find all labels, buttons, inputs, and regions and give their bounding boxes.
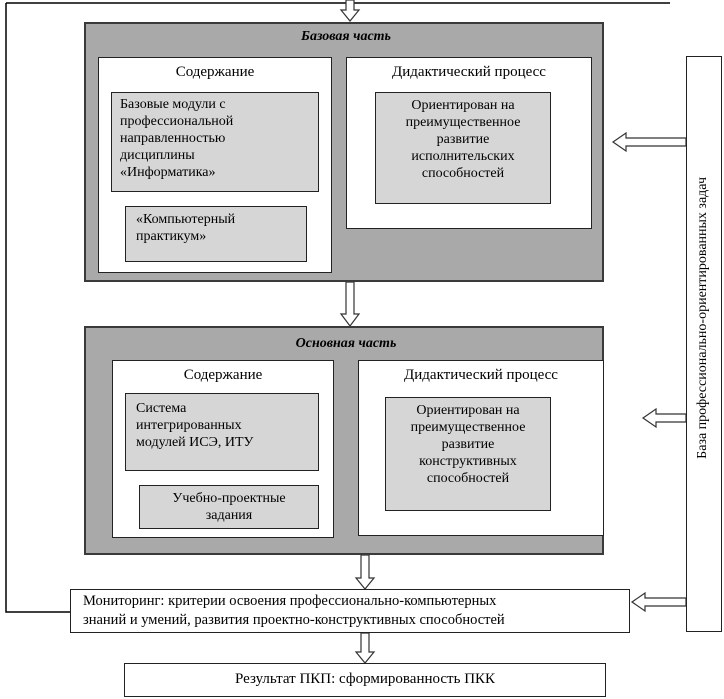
feedback-loop-line (5, 3, 70, 613)
arrow-side-to-monitoring (630, 591, 687, 613)
result-text: Результат ПКП: сформированность ПКК (234, 671, 496, 687)
monitoring-box: Мониторинг: критерии освоения профессион… (70, 589, 630, 633)
arrow-into-base (339, 0, 361, 22)
base-part-title: Базовая часть (301, 29, 391, 44)
main-content-header: Содержание (183, 367, 263, 383)
base-process-orientation: Ориентирован на преимущественное развити… (375, 92, 551, 204)
task-base-box: База профессионально-ориентированных зад… (686, 56, 722, 632)
main-content-tasks: Учебно-проектные задания (139, 485, 319, 529)
main-part-panel: Основная часть Содержание Система интегр… (84, 326, 604, 555)
arrow-side-to-main (641, 407, 687, 429)
arrow-monitoring-to-result (354, 632, 376, 664)
base-part-panel: Базовая часть Содержание Базовые модули … (84, 22, 604, 282)
base-content-box: Содержание Базовые модули с профессионал… (98, 57, 332, 273)
base-content-practicum: «Компьютерный практикум» (125, 206, 307, 262)
monitoring-text: Мониторинг: критерии освоения профессион… (83, 593, 505, 628)
arrow-base-to-main (339, 281, 361, 327)
task-base-label: База профессионально-ориентированных зад… (695, 177, 710, 459)
arrow-side-to-base (611, 131, 687, 153)
arrow-main-to-monitoring (354, 554, 376, 590)
result-box: Результат ПКП: сформированность ПКК (124, 663, 606, 697)
main-process-orientation: Ориентирован на преимущественное развити… (385, 397, 551, 511)
base-process-header: Дидактический процесс (392, 64, 546, 80)
base-content-header: Содержание (175, 64, 255, 80)
main-part-title: Основная часть (295, 336, 397, 351)
main-process-box: Дидактический процесс Ориентирован на пр… (358, 360, 604, 536)
base-process-box: Дидактический процесс Ориентирован на пр… (346, 57, 592, 229)
main-content-modules: Система интегрированных модулей ИСЭ, ИТУ (125, 393, 319, 471)
base-content-modules: Базовые модули с профессиональной направ… (111, 92, 319, 192)
main-content-box: Содержание Система интегрированных модул… (112, 360, 334, 538)
main-process-header: Дидактический процесс (404, 367, 558, 383)
